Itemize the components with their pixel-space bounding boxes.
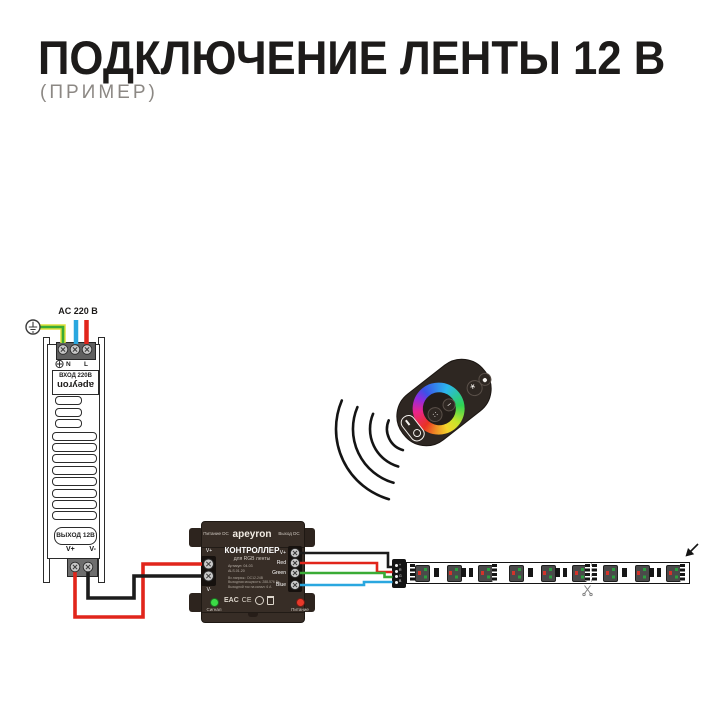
controller-output-terminals	[288, 546, 302, 592]
psu-input-voltage-label: ВХОД 220В	[59, 372, 92, 379]
controller-article2: ALS.01.20	[228, 568, 245, 573]
vent-slot	[51, 454, 97, 464]
strip-pads	[491, 564, 497, 581]
psu-output-label-box: ВЫХОД 12В	[54, 527, 97, 545]
strip-pin-label: +	[399, 562, 402, 567]
strip-pin-label: G	[399, 573, 402, 578]
strip-pads	[592, 564, 597, 581]
radio-waves-icon	[334, 399, 405, 501]
power-led-label: Питание	[291, 607, 309, 612]
vent-slot	[51, 511, 97, 521]
terminal-n-label: N	[66, 360, 71, 368]
ground-icon	[25, 319, 41, 335]
controller-out-blue-label: Blue	[275, 582, 286, 588]
controller-notch	[248, 613, 258, 617]
dc-minus-wire	[86, 570, 202, 600]
vent-slot	[51, 488, 97, 498]
controller-power-dc-label: Питание DC	[203, 531, 229, 536]
psu-input-terminal-block	[56, 341, 96, 360]
strip-res	[468, 568, 473, 577]
controller-vplus-in-label: V+	[205, 548, 213, 554]
page-title: ПОДКЛЮЧЕНИЕ ЛЕНТЫ 12 В	[38, 31, 666, 84]
vent-slot	[51, 477, 97, 487]
controller-brand-logo: apeyron	[232, 529, 272, 540]
page-subtitle: (ПРИМЕР)	[40, 82, 158, 103]
controller-out-green-label: Green	[272, 570, 286, 576]
strip-led	[415, 565, 430, 582]
strip-blue-wire	[299, 580, 393, 587]
strip-res	[461, 568, 466, 577]
vent-slot	[55, 419, 82, 429]
strip-res	[528, 568, 533, 577]
vent-slot	[51, 499, 97, 510]
controller-spec-line: Вх.напряж.: DC12-24В	[228, 575, 264, 580]
strip-led	[634, 565, 650, 582]
strip-led	[540, 565, 556, 582]
strip-led	[603, 565, 618, 582]
strip-pin	[394, 575, 398, 579]
strip-vplus-wire	[299, 551, 393, 569]
controller-spec-line: Выходная мощность: 288-576 Вт	[228, 580, 280, 584]
controller-input-terminals	[201, 556, 216, 586]
weee-bin-mark	[266, 596, 274, 605]
strip-res	[649, 568, 654, 577]
vent-slot	[55, 407, 82, 417]
remote-control: ∷ − *	[384, 346, 504, 458]
psu-input-label-box: ВХОД 220В apeyron	[52, 370, 99, 395]
strip-res	[434, 568, 439, 577]
strip-pin	[394, 569, 398, 573]
controller-vminus-in-label: V-	[206, 587, 212, 593]
controller-out-red-label: Red	[276, 560, 286, 566]
strip-pads	[409, 564, 415, 581]
strip-cutline	[591, 563, 592, 582]
strip-green-wire	[299, 571, 393, 579]
arrow-icon	[685, 543, 699, 557]
vent-slot	[55, 396, 82, 406]
controller-spec-line: Выходной ток на канал: 6 А	[228, 584, 272, 589]
psu-vminus-label: V-	[89, 545, 96, 553]
controller-title: КОНТРОЛЛЕР	[224, 546, 280, 555]
controller-output-dc-label: Выход DC	[278, 531, 300, 536]
controller-article: Артикул: 04-03	[228, 563, 253, 568]
ac-input-label: AC 220 В	[58, 306, 98, 316]
controller-body	[201, 521, 305, 623]
strip-res	[656, 568, 661, 577]
controller-out-vplus-label: V+	[279, 549, 286, 556]
cert-circle-mark	[254, 596, 264, 605]
signal-led	[210, 598, 219, 607]
controller-subtitle: для RGB ленты	[233, 556, 271, 562]
vent-slot	[51, 431, 97, 441]
psu-vplus-label: V+	[66, 545, 75, 553]
rgb-wires	[299, 551, 393, 587]
strip-pin	[394, 580, 398, 584]
strip-red-wire	[299, 561, 393, 574]
psu-output-terminal-block	[67, 558, 98, 577]
strip-pin	[394, 564, 398, 567]
strip-pads	[679, 564, 685, 581]
psu-terminal-labels: N L	[66, 361, 88, 368]
scissors-icon	[582, 585, 593, 597]
eac-mark: EAC	[224, 597, 239, 604]
strip-pads	[585, 564, 590, 581]
terminal-l-label: L	[84, 360, 88, 368]
strip-res	[622, 568, 627, 577]
power-led	[296, 598, 305, 607]
strip-led	[446, 565, 462, 582]
ce-mark: CE	[241, 597, 252, 604]
psu-brand-logo: apeyron	[57, 378, 94, 390]
strip-led	[509, 565, 524, 582]
strip-pin-label: B	[399, 579, 402, 584]
certification-marks: EAC CE	[224, 595, 282, 606]
signal-led-label: Сигнал	[206, 607, 222, 612]
strip-pin-label: R	[399, 568, 402, 573]
vent-slot	[51, 465, 97, 475]
vent-slot	[51, 442, 97, 453]
strip-res	[555, 568, 560, 577]
led-strip-body	[406, 562, 690, 584]
controller-mount-ear	[189, 528, 203, 547]
strip-res	[562, 568, 567, 577]
psu-output-terminal-labels: V+ V-	[66, 546, 96, 553]
